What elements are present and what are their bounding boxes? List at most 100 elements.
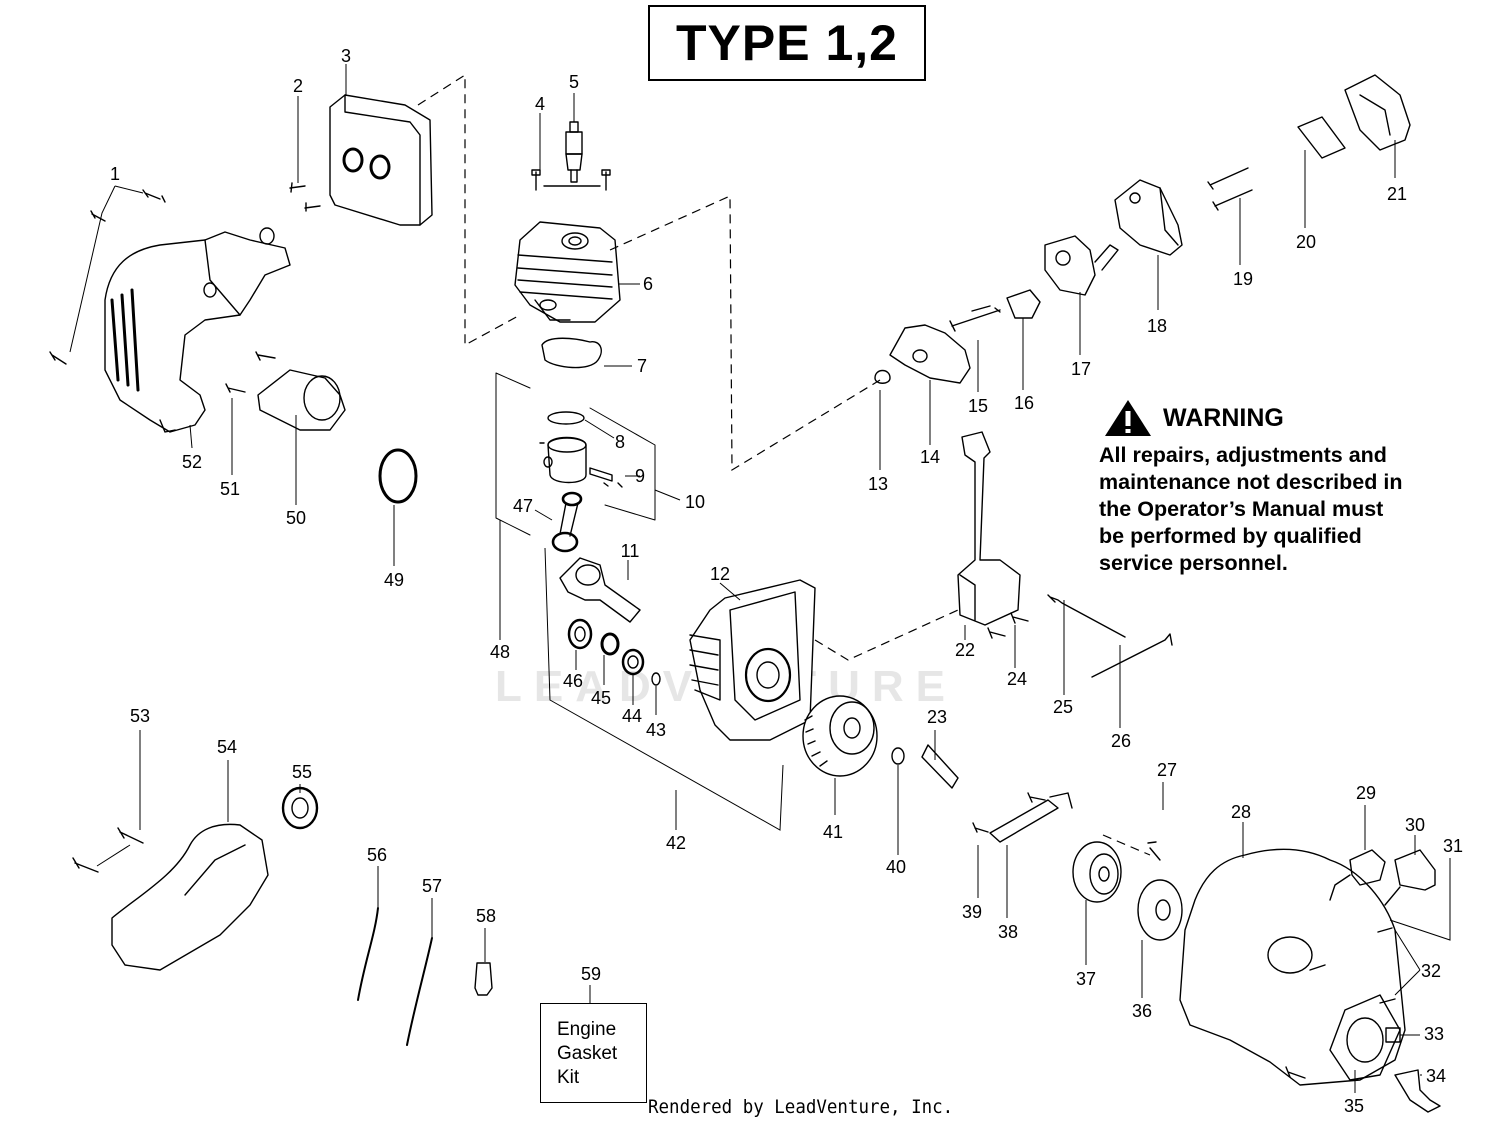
callout-12: 12 (710, 564, 730, 584)
part-31-rope (1384, 886, 1401, 906)
callout-10: 10 (685, 492, 705, 512)
part-7-gasket (541, 337, 602, 369)
callout-49: 49 (384, 570, 404, 590)
part-30-handle (1394, 849, 1436, 891)
part-58-fuel-filter (474, 962, 493, 996)
callout-47: 47 (513, 496, 533, 516)
kit-line: Gasket (557, 1043, 618, 1064)
callout-18: 18 (1147, 316, 1167, 336)
part-15-bolts (949, 305, 1001, 332)
part-23-stud (921, 744, 959, 789)
callout-38: 38 (998, 922, 1018, 942)
callout-21: 21 (1387, 184, 1407, 204)
callout-45: 45 (591, 688, 611, 708)
part-45-seal (600, 632, 620, 656)
callout-57: 57 (422, 876, 442, 896)
callout-24: 24 (1007, 669, 1027, 689)
callout-11: 11 (621, 541, 640, 561)
part-57-fuel-line (406, 937, 433, 1046)
part-47-connecting-rod (551, 491, 583, 553)
part-54-lower-cover (111, 823, 269, 971)
part-29-switch (1329, 849, 1386, 901)
warning-title: WARNING (1163, 403, 1284, 432)
callout-50: 50 (286, 508, 306, 528)
part-18-air-filter-base (1114, 179, 1183, 256)
callout-4: 4 (535, 94, 545, 114)
callout-32: 32 (1421, 961, 1441, 981)
kit-line: Kit (557, 1067, 580, 1088)
part-17-carburetor (1044, 235, 1119, 296)
part-43-ring (651, 672, 661, 686)
part-1-screws (49, 189, 166, 365)
part-41-flywheel (802, 695, 878, 777)
part-3-muffler (329, 94, 433, 226)
callout-48: 48 (490, 642, 510, 662)
callout-53: 53 (130, 706, 150, 726)
warning-block: WARNING All repairs, adjustments and mai… (1099, 398, 1435, 577)
part-37-pulley (1072, 841, 1122, 903)
callout-42: 42 (666, 833, 686, 853)
callout-8: 8 (615, 432, 625, 452)
callout-33: 33 (1424, 1024, 1444, 1044)
leader-lines (69, 64, 1451, 1093)
warning-header: WARNING (1099, 398, 1435, 438)
callout-2: 2 (293, 76, 303, 96)
assembly-lines (417, 73, 1151, 856)
callout-52: 52 (182, 452, 202, 472)
callout-34: 34 (1426, 1066, 1446, 1086)
callout-23: 23 (927, 707, 947, 727)
part-32-screws (1309, 927, 1396, 1004)
callout-19: 19 (1233, 269, 1253, 289)
part-12-crankcase (689, 579, 816, 741)
callout-7: 7 (637, 356, 647, 376)
part-34-spring (1394, 1069, 1441, 1113)
part-50-drive-cup (257, 369, 346, 431)
callout-13: 13 (868, 474, 888, 494)
warning-triangle-icon (1105, 400, 1151, 436)
part-27-screw (1147, 841, 1161, 861)
part-38-pawl (989, 792, 1073, 843)
part-8-piston-ring (547, 411, 585, 425)
callout-37: 37 (1076, 969, 1096, 989)
diagram-title: TYPE 1,2 (648, 5, 926, 81)
piston (539, 436, 623, 488)
callout-20: 20 (1296, 232, 1316, 252)
part-16-gasket (1006, 289, 1041, 319)
callout-9: 9 (635, 466, 645, 486)
callout-14: 14 (920, 447, 940, 467)
callout-51: 51 (220, 479, 240, 499)
part-20-filter (1297, 116, 1346, 159)
part-40-washer (891, 747, 905, 765)
part-52-engine-cover (104, 227, 291, 433)
part-4-screws (531, 169, 611, 191)
callout-35: 35 (1344, 1096, 1364, 1116)
callout-16: 16 (1014, 393, 1034, 413)
part-35-screw (1285, 1066, 1306, 1079)
part-46-bearing (567, 618, 593, 650)
part-56-fuel-line (357, 907, 379, 1001)
part-55-nut (281, 786, 319, 830)
callout-54: 54 (217, 737, 237, 757)
part-11-crankshaft (559, 557, 641, 623)
callout-39: 39 (962, 902, 982, 922)
callout-1: 1 (110, 164, 120, 184)
warning-line: All repairs, adjustments and (1099, 443, 1387, 467)
callout-59: 59 (581, 964, 601, 984)
part-5-spark-plug (565, 121, 583, 183)
warning-line: be performed by qualified (1099, 524, 1362, 548)
part-39-screws (972, 792, 1046, 833)
callout-30: 30 (1405, 815, 1425, 835)
part-25-wire (1047, 594, 1126, 638)
part-26-wire (1091, 633, 1173, 678)
gasket-kit-box: Engine Gasket Kit (540, 1003, 647, 1103)
callout-40: 40 (886, 857, 906, 877)
callout-17: 17 (1071, 359, 1091, 379)
part-51-screws (225, 351, 276, 393)
callout-15: 15 (968, 396, 988, 416)
callout-5: 5 (569, 72, 579, 92)
warning-line: service personnel. (1099, 551, 1288, 575)
callout-29: 29 (1356, 783, 1376, 803)
part-53-screws (72, 827, 144, 873)
